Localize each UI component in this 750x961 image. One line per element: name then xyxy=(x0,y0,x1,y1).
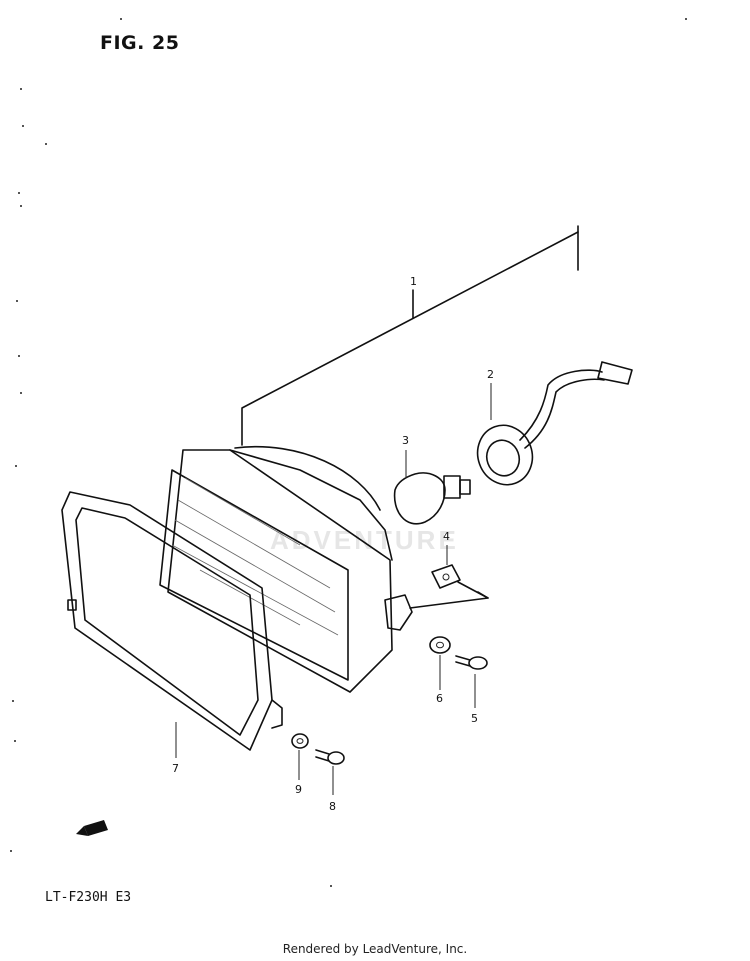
watermark: ADVENTURE xyxy=(270,525,459,555)
model-code: LT-F230H E3 xyxy=(45,890,132,905)
headlamp-housing xyxy=(159,446,413,693)
callout-6: 6 xyxy=(436,692,443,705)
nut xyxy=(409,564,489,609)
screw-8 xyxy=(315,749,345,765)
front-arrow-icon xyxy=(76,820,108,836)
scan-specks xyxy=(10,18,687,887)
washer-9 xyxy=(291,733,309,749)
footer-credit: Rendered by LeadVenture, Inc. xyxy=(282,942,468,956)
bulb xyxy=(393,472,471,525)
headlamp-rim xyxy=(61,491,283,751)
socket xyxy=(476,361,633,486)
callout-2: 2 xyxy=(487,368,494,381)
callout-3: 3 xyxy=(402,434,409,447)
callout-7: 7 xyxy=(172,762,179,775)
figure-title: FIG. 25 xyxy=(100,32,180,54)
callout-8: 8 xyxy=(329,800,336,813)
callout-5: 5 xyxy=(471,712,478,725)
callout-9: 9 xyxy=(295,783,302,796)
screw-5 xyxy=(455,655,488,670)
leader-1 xyxy=(241,225,579,446)
callout-4: 4 xyxy=(443,530,450,543)
washer-6 xyxy=(429,636,451,654)
callout-1: 1 xyxy=(410,275,417,288)
